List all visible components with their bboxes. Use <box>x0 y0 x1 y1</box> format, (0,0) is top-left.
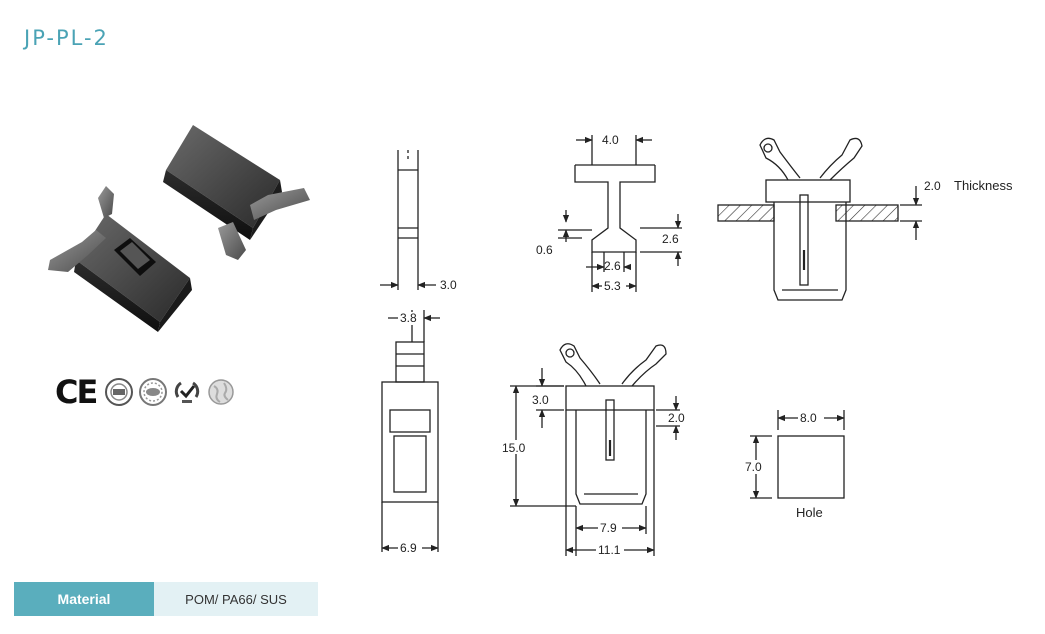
iso-icon <box>139 378 168 406</box>
quality-check-icon <box>175 381 200 403</box>
certification-marks: CE <box>55 372 236 412</box>
dim-tip-height: 2.6 <box>662 232 679 246</box>
product-photo <box>48 125 310 332</box>
dim-side-width: 3.0 <box>440 278 457 292</box>
latch-upper-image <box>163 125 310 260</box>
dim-base-width: 5.3 <box>604 279 621 293</box>
dim-notch-depth: 0.6 <box>536 243 553 257</box>
technical-drawing: 3.0 4.0 0.6 2.6 2.6 5.3 2.0 Thickness 3.… <box>380 132 1013 557</box>
installed-section-view <box>717 137 922 301</box>
dim-tip-width: 2.6 <box>604 259 621 273</box>
dim-thickness-value: 2.0 <box>924 179 941 193</box>
dim-front-bottom: 6.9 <box>400 541 417 555</box>
hole-view <box>750 410 845 499</box>
thickness-label: Thickness <box>954 178 1013 193</box>
dim-front-top: 3.8 <box>400 311 417 325</box>
globe-icon <box>208 379 235 405</box>
front-view <box>381 310 440 552</box>
dim-total-height: 15.0 <box>502 441 526 455</box>
material-value: POM/ PA66/ SUS <box>154 582 318 616</box>
dim-inner-width: 7.9 <box>600 521 617 535</box>
dim-clip-offset: 2.0 <box>668 411 685 425</box>
front-view-detailed <box>510 343 680 556</box>
dim-hole-width: 8.0 <box>800 411 817 425</box>
material-row: Material POM/ PA66/ SUS <box>14 582 318 616</box>
hole-label: Hole <box>796 505 823 520</box>
material-label: Material <box>14 582 154 616</box>
iso-9001-icon <box>105 378 134 406</box>
latch-lower-image <box>48 186 192 332</box>
dim-top-width: 4.0 <box>602 133 619 147</box>
product-title: JP-PL-2 <box>24 26 109 50</box>
side-view <box>380 150 436 290</box>
dim-hole-height: 7.0 <box>745 460 762 474</box>
dim-flange-height: 3.0 <box>532 393 549 407</box>
dim-outer-width: 11.1 <box>598 543 621 557</box>
ce-mark: CE <box>55 373 98 411</box>
